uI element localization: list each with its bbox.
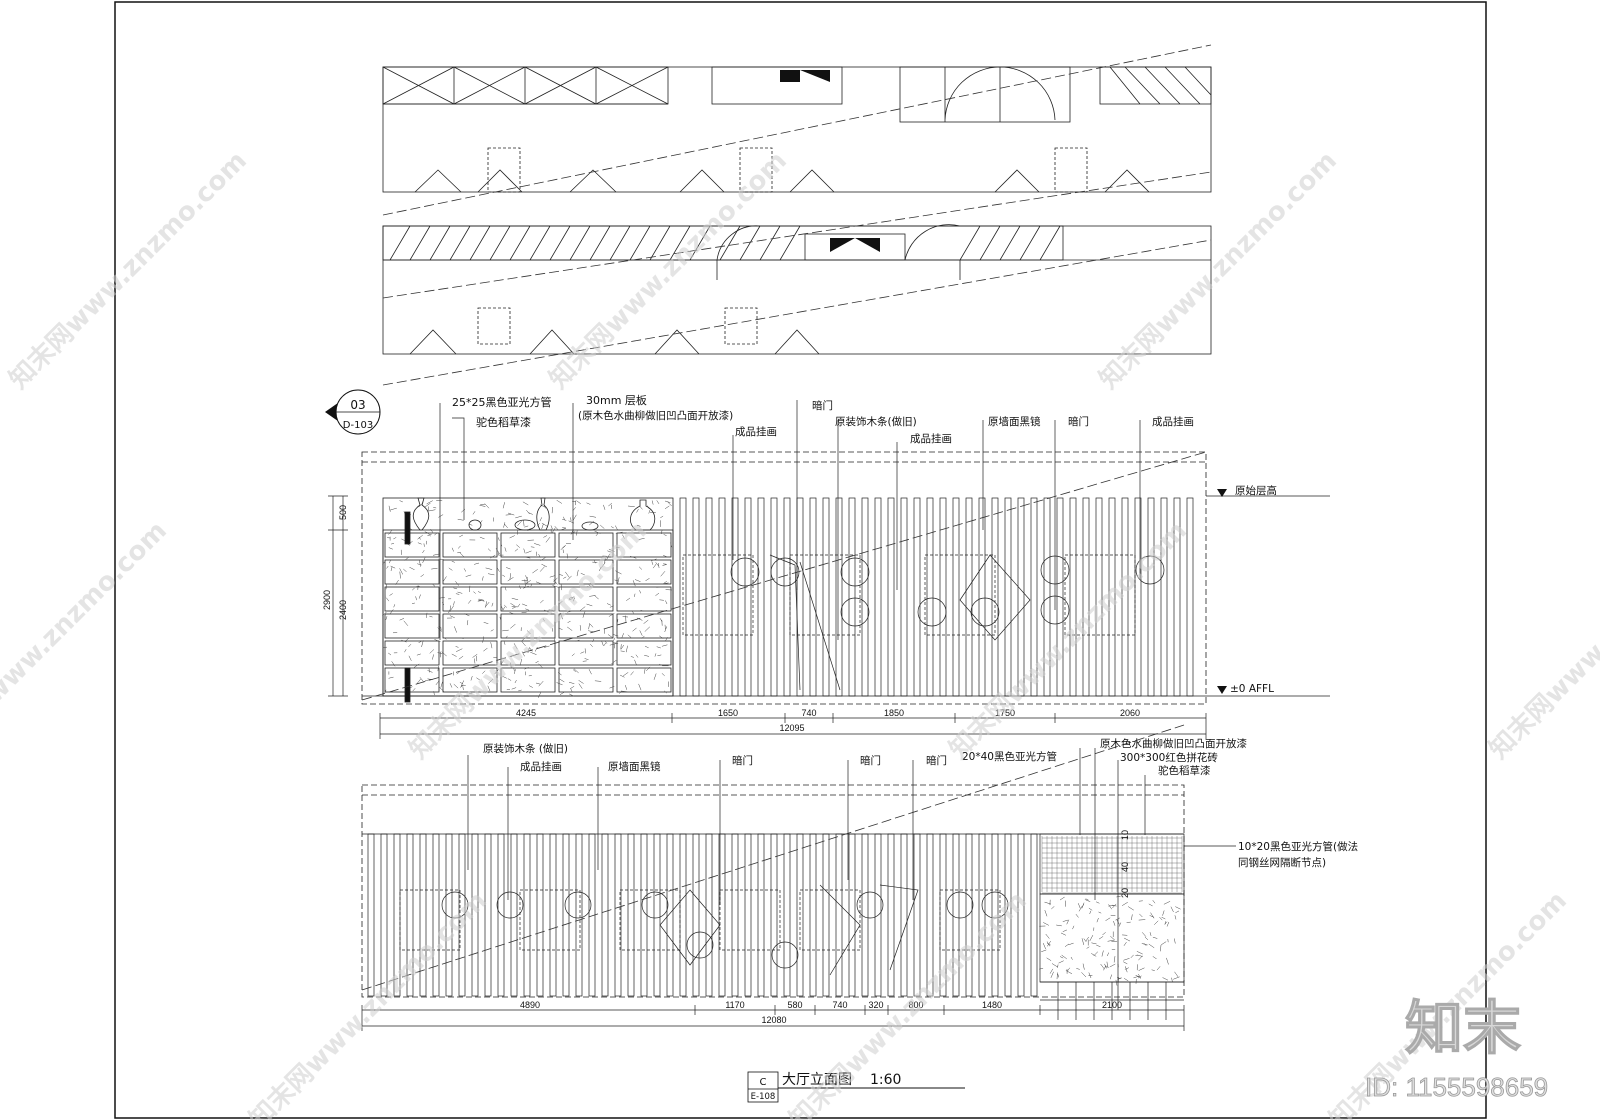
hdim-total-12095: 12095	[779, 723, 804, 733]
callout-ash-wood-lower: 原木色水曲柳做旧凹凸面开放漆	[1100, 737, 1247, 750]
callout-red-tile: 300*300红色拼花砖	[1120, 751, 1218, 764]
lower-horizontal-dims	[361, 1005, 1185, 1031]
section-tag-03: 03 D-103	[325, 389, 381, 435]
hdim-1480: 1480	[982, 1000, 1002, 1010]
hdim-800: 800	[908, 1000, 923, 1010]
callout-wood-strip: 原装饰木条(做旧)	[835, 415, 917, 428]
lower-diagonal-cut	[361, 724, 1185, 991]
hdim-1650: 1650	[718, 708, 738, 718]
upper-vertical-dims	[328, 495, 348, 697]
drawing-title: 大厅立面图	[782, 1072, 852, 1088]
callout-side-note-line2: 同钢丝网隔断节点)	[1238, 856, 1326, 869]
watermark-4: 知末网www.znzmo.com	[0, 516, 173, 765]
callout-black-mirror-lower: 原墙面黑镜	[608, 760, 661, 773]
upper-callouts: 25*25黑色亚光方管 驼色稻草漆 30mm 层板 (原木色水曲柳做旧凹凸面开放…	[452, 393, 1194, 445]
hdim-740-lower: 740	[832, 1000, 847, 1010]
vdim-lower-40: 40	[1120, 862, 1130, 872]
callout-artwork-lower: 成品挂画	[520, 760, 562, 773]
callout-straw-paint-lower: 驼色稻草漆	[1158, 764, 1211, 777]
callout-artwork-2: 成品挂画	[910, 432, 952, 445]
hdim-580: 580	[787, 1000, 802, 1010]
lower-leaders	[467, 748, 1236, 1010]
watermark-3: 知末网www.znzmo.com	[1094, 146, 1343, 395]
callout-hidden-door-1: 暗门	[812, 399, 833, 412]
vdim-500: 500	[338, 505, 348, 520]
callout-hidden-door-2: 暗门	[1068, 415, 1089, 428]
upper-leaders	[439, 400, 1141, 640]
callout-artwork-3: 成品挂画	[1152, 415, 1194, 428]
drawing-title-block: C E-108 大厅立面图 1:60	[747, 1071, 965, 1103]
lower-callouts: 原装饰木条 (做旧) 成品挂画 原墙面黑镜 暗门 暗门 暗门 20*40黑色亚光…	[483, 737, 1358, 869]
brand-id-label: ID: 1155598659	[1365, 1072, 1548, 1102]
title-tag-letter: C	[760, 1077, 767, 1088]
callout-ash-wood-finish: (原木色水曲柳做旧凹凸面开放漆)	[578, 409, 733, 422]
callout-black-mirror: 原墙面黑镜	[988, 415, 1041, 428]
lower-dim-texts: 4890 1170 580 740 320 800 1480 2100 1208…	[520, 1000, 1122, 1025]
watermarks: 知末网www.znzmo.com 知末网www.znzmo.com 知末网www…	[0, 146, 1600, 1120]
hdim-1850: 1850	[884, 708, 904, 718]
vdim-lower-20: 20	[1120, 888, 1130, 898]
hdim-320: 320	[868, 1000, 883, 1010]
hdim-2060: 2060	[1120, 708, 1140, 718]
callout-square-tube-25: 25*25黑色亚光方管	[452, 395, 552, 409]
vdim-lower-10: 10	[1120, 830, 1130, 840]
upper-shelf-cabinet	[382, 497, 674, 703]
upper-dim-texts: 4245 1650 740 1850 1750 2060 12095	[516, 708, 1140, 733]
sheet-border	[114, 1, 1487, 1119]
lower-mesh-panel	[1039, 833, 1185, 1020]
hdim-1170: 1170	[725, 1000, 744, 1010]
vdim-2900: 2900	[322, 590, 332, 610]
lower-slat-wall	[367, 833, 1038, 997]
vdim-2400: 2400	[338, 600, 348, 620]
callout-square-tube-20x40: 20*40黑色亚光方管	[962, 750, 1057, 763]
callout-hidden-door-lower-1: 暗门	[732, 754, 753, 767]
level-zero-affl: ±0 AFFL	[1230, 683, 1274, 695]
callout-hidden-door-lower-2: 暗门	[860, 754, 881, 767]
hdim-4890: 4890	[520, 1000, 540, 1010]
upper-level-marks: 原始层高 ±0 AFFL	[1217, 484, 1277, 695]
hdim-2100: 2100	[1102, 1000, 1122, 1010]
upper-horizontal-dims	[379, 713, 1207, 739]
watermark-7: 知末网www.znzmo.com	[1484, 516, 1600, 765]
callout-side-note-line1: 10*20黑色亚光方管(做法	[1238, 840, 1358, 853]
callout-30mm-shelf: 30mm 层板	[586, 393, 647, 407]
watermark-1: 知末网www.znzmo.com	[4, 146, 253, 395]
hdim-total-12080: 12080	[761, 1015, 786, 1025]
hdim-1750: 1750	[995, 708, 1015, 718]
brand-logo: 知末 ID: 1155598659	[1365, 993, 1549, 1102]
callout-artwork-1: 成品挂画	[735, 425, 777, 438]
plan-view	[382, 66, 1212, 355]
upper-diagonal-cut	[361, 451, 1207, 701]
hdim-4245: 4245	[516, 708, 536, 718]
watermark-6: 知末网www.znzmo.com	[944, 516, 1193, 765]
hdim-740: 740	[801, 708, 816, 718]
level-original-height: 原始层高	[1235, 484, 1277, 497]
brand-logo-text: 知末	[1405, 994, 1521, 1062]
drawing-scale: 1:60	[870, 1072, 901, 1088]
callout-straw-paint: 驼色稻草漆	[476, 415, 531, 429]
callout-hidden-door-lower-3: 暗门	[926, 754, 947, 767]
section-tag-number: 03	[350, 398, 365, 412]
section-tag-sheet: D-103	[343, 420, 373, 431]
watermark-2: 知末网www.znzmo.com	[544, 146, 793, 395]
upper-slat-wall	[679, 497, 1194, 697]
watermark-5: 知末网www.znzmo.com	[404, 516, 653, 765]
callout-wood-strip-lower: 原装饰木条 (做旧)	[483, 742, 568, 755]
plan-diagonal-cut	[382, 44, 1212, 386]
title-tag-sheet: E-108	[751, 1092, 776, 1102]
